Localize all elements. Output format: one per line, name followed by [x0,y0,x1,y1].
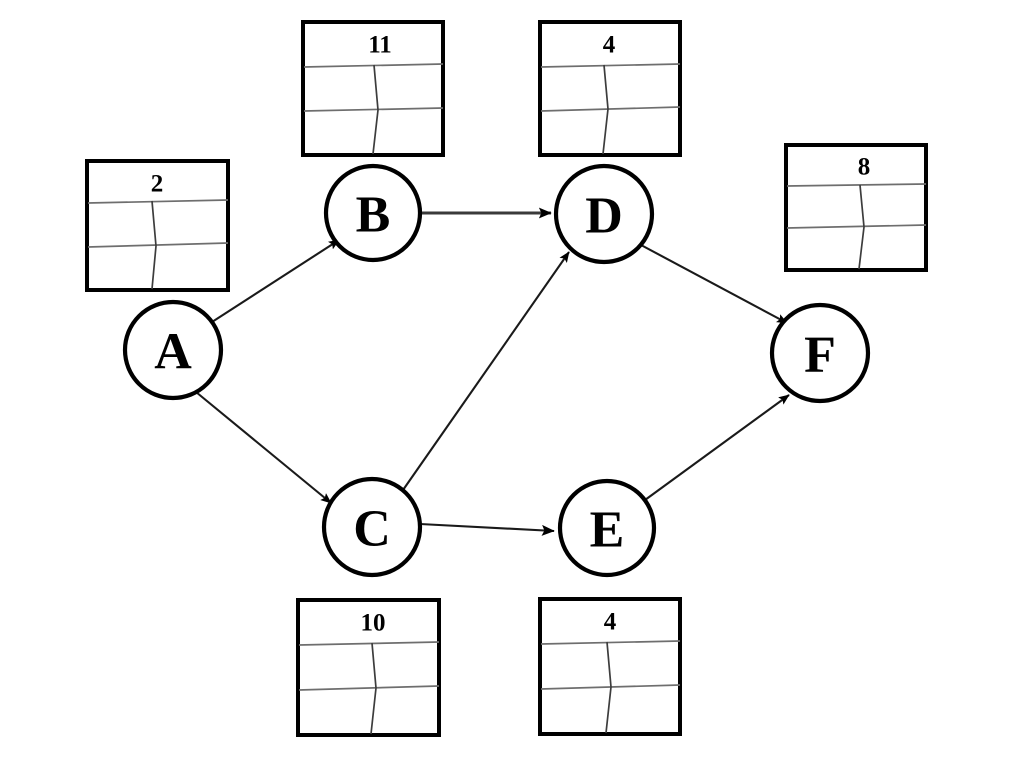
value-box-c[interactable]: 10 [296,598,441,737]
value-box-f[interactable]: 8 [784,143,928,272]
node-f[interactable]: F [769,302,871,404]
node-b[interactable]: B [323,163,423,263]
node-e-circle[interactable] [557,478,657,578]
value-box-e-value: 4 [604,609,617,636]
value-box-e-row-line-1 [540,640,681,645]
value-box-d-row-line-2 [540,106,681,112]
value-box-b-row-line-2 [303,107,444,112]
value-box-c-col-line [370,642,377,735]
edge-d-to-f[interactable] [640,244,788,324]
node-a-circle[interactable] [122,299,224,401]
value-box-b-col-line [372,64,379,155]
value-box-a-col-line [151,200,157,290]
node-c[interactable]: C [321,476,423,578]
edge-c-to-e[interactable] [419,522,555,536]
value-box-f-row-line-2 [786,224,927,229]
node-e-label: E [590,502,625,559]
value-box-f-value: 8 [858,154,871,181]
node-c-label: C [353,501,391,558]
value-box-c-row-line-2 [298,685,440,691]
value-box-b-frame[interactable] [301,20,445,157]
node-c-circle[interactable] [321,476,423,578]
value-box-d[interactable]: 4 [538,20,682,157]
value-box-c-row-line-1 [298,641,440,646]
node-d-label: D [585,188,623,245]
value-box-a[interactable]: 2 [85,159,230,292]
value-box-f-col-line [858,184,865,270]
value-box-b-value: 11 [368,32,392,59]
value-box-d-col-line [602,64,609,155]
value-box-f-frame[interactable] [784,143,928,272]
value-box-layer: 2 11 4 [85,20,928,737]
edge-a-to-c[interactable] [195,391,332,504]
edge-layer [195,207,790,536]
value-box-c-value: 10 [361,610,386,637]
value-box-c-frame[interactable] [296,598,441,737]
value-box-b[interactable]: 11 [301,20,445,157]
node-b-label: B [356,187,391,244]
node-d-circle[interactable] [553,163,655,265]
edge-c-to-d[interactable] [402,251,570,491]
node-d[interactable]: D [553,163,655,265]
node-a[interactable]: A [122,299,224,401]
value-box-d-frame[interactable] [538,20,682,157]
node-layer: A B C D E F [122,163,871,578]
node-f-circle[interactable] [769,302,871,404]
value-box-f-row-line-1 [786,183,927,187]
value-box-d-row-line-1 [540,63,681,68]
value-box-a-value: 2 [151,171,164,198]
value-box-d-value: 4 [603,32,616,59]
value-box-a-row-line-2 [87,242,229,248]
edge-e-to-f[interactable] [644,394,790,501]
node-e[interactable]: E [557,478,657,578]
value-box-a-frame[interactable] [85,159,230,292]
value-box-e-col-line [605,641,612,734]
value-box-a-row-line-1 [87,199,229,204]
node-a-label: A [154,324,192,381]
edge-a-to-b[interactable] [211,239,340,323]
value-box-e[interactable]: 4 [538,597,682,736]
node-f-label: F [804,327,836,384]
node-b-circle[interactable] [323,163,423,263]
